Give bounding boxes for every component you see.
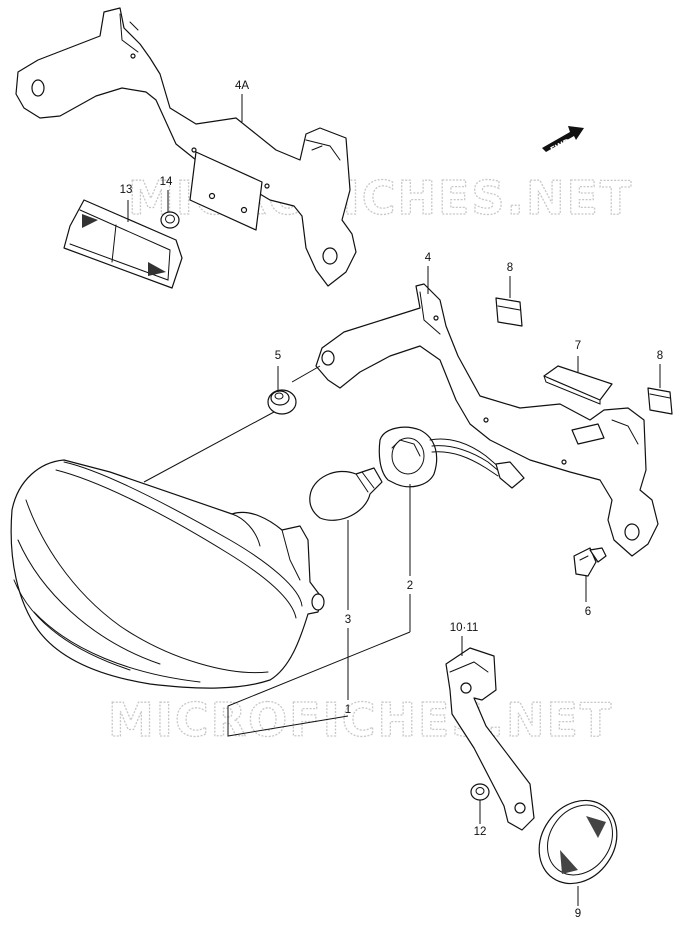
- callout-14: 14: [160, 176, 173, 188]
- callout-1: 1: [345, 704, 351, 716]
- callout-6: 6: [585, 606, 591, 618]
- callout-8-upper: 8: [507, 262, 513, 274]
- pad-8-right: [647, 387, 673, 415]
- callout-8-right: 8: [657, 350, 663, 362]
- callout-5: 5: [275, 350, 281, 362]
- callout-3: 3: [345, 614, 351, 626]
- tail-lamp-1: [10, 459, 325, 689]
- callout-7: 7: [575, 340, 581, 352]
- bulb-3: [309, 467, 383, 521]
- callout-10-11: 10·11: [450, 622, 479, 634]
- callout-2: 2: [407, 580, 413, 592]
- bolt-6: [573, 547, 607, 577]
- nut-12: [470, 783, 490, 801]
- pad-8-upper: [495, 297, 523, 327]
- grommet-5: [267, 389, 297, 415]
- bracket-4a: [15, 7, 357, 287]
- reflector-13: [63, 199, 183, 289]
- callout-9: 9: [575, 908, 581, 920]
- nut-14: [160, 211, 180, 229]
- bracket-4: [315, 283, 659, 557]
- watermark-bottom: MICROFICHES.NET: [108, 693, 613, 747]
- socket-2: [378, 426, 525, 489]
- callout-4a: 4A: [235, 80, 249, 92]
- reflector-9: [538, 799, 618, 885]
- bracket-10-11: [445, 647, 535, 831]
- callout-12: 12: [474, 826, 487, 838]
- callout-4: 4: [425, 252, 432, 264]
- callout-labels: 4A 13 14 4 8 7 8 5 3 2 1 6 10·11 12 9: [120, 80, 664, 920]
- callout-13: 13: [120, 184, 133, 196]
- pad-7: [543, 365, 613, 405]
- leader-lines: [127, 94, 661, 906]
- forward-arrow-icon: FWD: [542, 126, 584, 155]
